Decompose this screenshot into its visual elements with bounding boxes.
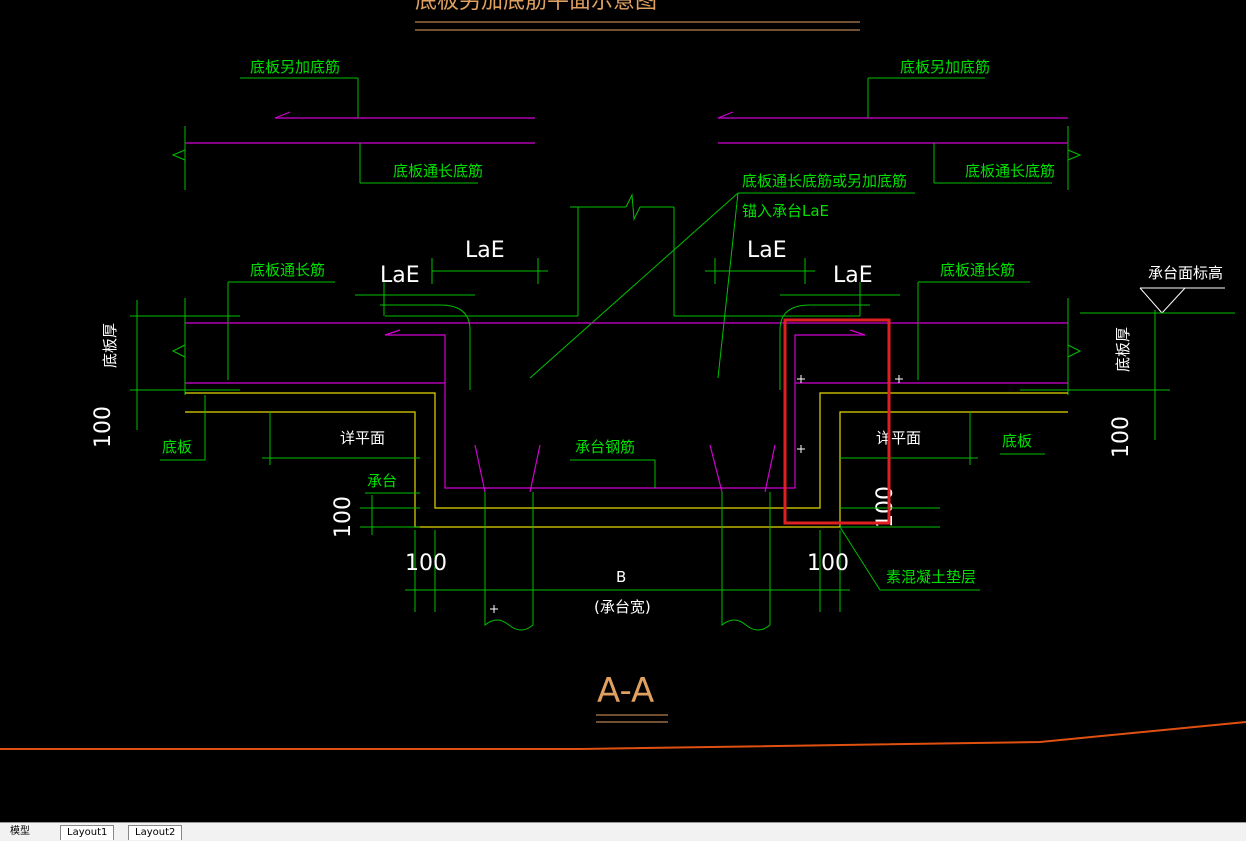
upper-right-rebar-sketch bbox=[717, 77, 1082, 190]
tab-model[interactable]: 模型 bbox=[10, 826, 30, 837]
highlight-box[interactable] bbox=[783, 318, 891, 525]
layout-tab-bar: 模型 Layout1 Layout2 bbox=[0, 822, 1246, 841]
label-lae-2: LaE bbox=[380, 263, 420, 288]
label-width-b: B bbox=[616, 568, 626, 586]
label-dim-100-cap-right: 100 bbox=[873, 486, 898, 528]
label-cap-rebar: 承台钢筋 bbox=[575, 438, 635, 456]
label-dim-100-br: 100 bbox=[807, 551, 849, 576]
label-cap-top-elev: 承台面标高 bbox=[1148, 264, 1223, 282]
label-cont-bottom-upper-right: 底板通长底筋 bbox=[965, 162, 1055, 180]
concrete-cushion bbox=[185, 392, 1068, 528]
label-plain-concrete: 素混凝土垫层 bbox=[886, 568, 976, 586]
label-extra-bottom-left: 底板另加底筋 bbox=[250, 58, 340, 76]
label-slab-right: 底板 bbox=[1002, 432, 1032, 450]
label-lae-1: LaE bbox=[465, 238, 505, 263]
bottom-dimension-line bbox=[405, 530, 850, 612]
label-slab-left: 底板 bbox=[162, 438, 192, 456]
label-detail-right: 详平面 bbox=[876, 429, 921, 447]
label-anchor: 锚入承台LaE bbox=[742, 202, 829, 220]
label-cont-long-left: 底板通长筋 bbox=[250, 261, 325, 279]
label-cont-or-extra: 底板通长底筋或另加底筋 bbox=[742, 172, 907, 190]
tab-layout2[interactable]: Layout2 bbox=[128, 825, 183, 840]
cad-drawing-canvas[interactable]: 底板另加底筋平面示意图 底板另加底筋 底板通长底筋 底板另加底筋 底板通长底筋 … bbox=[0, 0, 1246, 822]
upper-left-rebar-sketch bbox=[171, 77, 535, 190]
tab-layout1[interactable]: Layout1 bbox=[60, 825, 115, 840]
label-dim-100-bl: 100 bbox=[405, 551, 447, 576]
top-title: 底板另加底筋平面示意图 bbox=[415, 0, 657, 14]
label-slab-thick-left: 底板厚 bbox=[101, 323, 119, 368]
cursor-marks bbox=[490, 375, 903, 613]
cap-rebar bbox=[380, 304, 870, 493]
label-slab-thick-right: 底板厚 bbox=[1114, 327, 1132, 372]
orange-boundary-line bbox=[0, 721, 1246, 750]
label-dim-100-cap: 100 bbox=[331, 496, 356, 538]
slab-section bbox=[130, 298, 1170, 440]
label-detail-left: 详平面 bbox=[340, 429, 385, 447]
lae-dimensions bbox=[355, 258, 900, 316]
label-width: (承台宽) bbox=[594, 598, 651, 616]
label-cont-bottom-upper-left: 底板通长底筋 bbox=[393, 162, 483, 180]
section-title: A-A bbox=[597, 671, 654, 711]
label-cont-long-right: 底板通长筋 bbox=[940, 261, 1015, 279]
label-cap: 承台 bbox=[367, 472, 397, 490]
piles bbox=[484, 492, 771, 631]
label-lae-4: LaE bbox=[833, 263, 873, 288]
label-lae-3: LaE bbox=[747, 238, 787, 263]
label-dim-100-left: 100 bbox=[91, 406, 116, 448]
column-outline bbox=[385, 193, 860, 317]
label-extra-bottom-right: 底板另加底筋 bbox=[900, 58, 990, 76]
label-dim-100-right: 100 bbox=[1109, 416, 1134, 458]
